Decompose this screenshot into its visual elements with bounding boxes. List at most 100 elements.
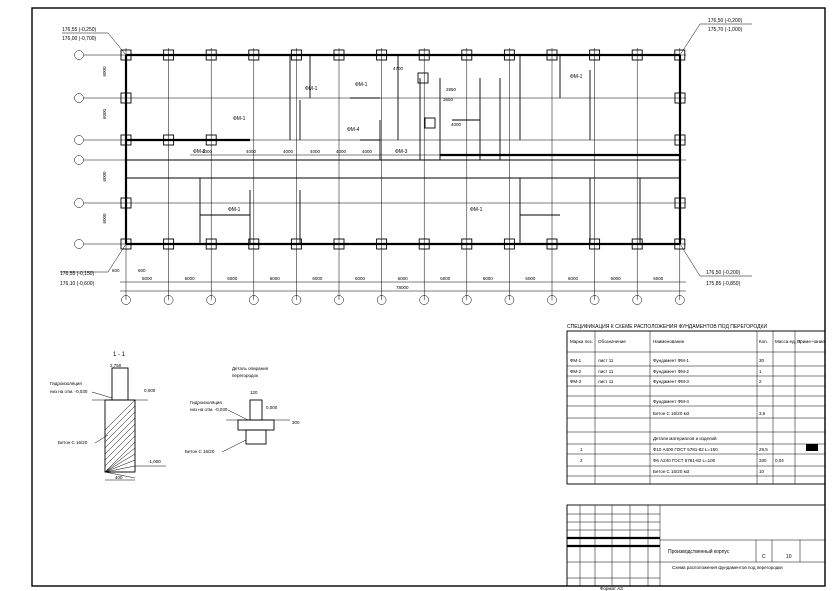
spec-cell: 2 (759, 379, 762, 384)
foundation-pad (631, 49, 643, 61)
axis-bubble (121, 295, 131, 305)
dim-2850: 2850 (446, 87, 457, 92)
dim-span-label: 6000 (440, 276, 451, 281)
section-hatch-line (104, 471, 136, 479)
detail-title-2: перегородок (232, 373, 258, 378)
spec-header-cell: Приме-чание (797, 339, 825, 344)
foundation-pad (546, 49, 558, 61)
tb-project: Производственный корпус (668, 548, 730, 555)
spec-header-cell: Марка поз. (570, 339, 593, 344)
axis-bubble (74, 198, 84, 208)
foundation-pad (589, 49, 601, 61)
axis-bubble (632, 295, 642, 305)
axis-bubble (74, 93, 84, 103)
dim-corridor-label: 4000 (283, 149, 294, 154)
detail-dim-top: 120 (250, 390, 258, 395)
foundation-pad (674, 92, 686, 104)
spec-cell: 10 (759, 469, 765, 474)
elev-leader-br-2 (679, 243, 701, 277)
spec-cell: лист 11 (598, 358, 614, 363)
spec-cell: лист 11 (598, 379, 614, 384)
foundation-pad (546, 238, 558, 250)
partition-detail: Деталь опирания перегородок 120 300 0,00… (185, 366, 300, 454)
dim-span-label: 6000 (227, 276, 238, 281)
foundation-pad (376, 49, 388, 61)
foundation-pad (674, 49, 686, 61)
foundation-plan: 6000 6000 6000 6000 6000 6000 6000 6000 6000 6000… (60, 18, 752, 305)
section-hatch-line (104, 417, 136, 449)
detail-waterproof: Гидроизоляция (190, 400, 222, 405)
spec-cell: 1 (580, 447, 583, 452)
axis-bubble (547, 295, 557, 305)
foundation-pad (674, 134, 686, 146)
foundation-pad (418, 49, 430, 61)
detail-waterproof-leader (227, 409, 249, 421)
dim-600: 600 (112, 268, 120, 273)
dim-span-label: 6000 (185, 276, 196, 281)
section-concrete: Бетон С 16/20 (58, 440, 88, 445)
mark-label-fm1-a: ФМ-1 (355, 82, 368, 88)
spec-cell: Бетон С 16/20 м3 (653, 469, 690, 474)
elev-bottom-right-1: 176,50 (-0,200) (706, 270, 741, 276)
spec-header-cell: Наименование (653, 339, 685, 344)
spec-title: СПЕЦИФИКАЦИЯ К СХЕМЕ РАСПОЛОЖЕНИЯ ФУНДАМ… (567, 324, 767, 330)
foundation-pad (503, 238, 515, 250)
dim-corridor-label: 4000 (336, 149, 347, 154)
spec-cell: ФМ-2 (570, 369, 582, 374)
foundation-pad (631, 238, 643, 250)
foundation-pad (120, 197, 132, 209)
foundation-pad (120, 49, 132, 61)
elev-bottom-left-2: 176,10 (-0,600) (60, 281, 95, 287)
axis-bubble (163, 295, 174, 305)
spec-header-cell: Масса ед., кг (775, 339, 802, 344)
section-wall (111, 367, 129, 401)
spec-cell: Фундамент ФМ-2 (653, 369, 689, 374)
axis-bubble (249, 295, 259, 305)
spec-header-cell: Обозначение (598, 339, 626, 344)
mark-label-fm2: ФМ-2 (193, 149, 206, 155)
foundation-pad (163, 49, 175, 61)
spec-cell: Фундамент ФМ-3 (653, 379, 689, 384)
foundation-pad (163, 238, 175, 250)
dim-4000-a: 4000 (451, 122, 462, 127)
foundation-pad (120, 134, 132, 146)
elev-top-right-2: 175,70 (-1,000) (708, 27, 743, 33)
mark-label-fm3: ФМ-3 (395, 149, 408, 155)
foundation-pad (418, 238, 430, 250)
spec-cell: ФМ-1 (570, 358, 582, 363)
dim-span-label: 6000 (483, 276, 494, 281)
dim-4700: 4700 (393, 66, 404, 71)
section-hatch-line (104, 447, 136, 473)
elev-top-left-1: 176,55 (-0,250) (62, 27, 97, 33)
section-hatch-line (104, 459, 136, 473)
spec-cell: 0,04 (775, 458, 784, 463)
detail-wall (249, 399, 263, 421)
dim-span-label: 6000 (653, 276, 664, 281)
dim-vertical-label: 6000 (102, 171, 107, 182)
dim-vertical-label: 6000 (102, 213, 107, 224)
section-hatch-line (104, 399, 136, 431)
axis-bubble (291, 295, 302, 305)
specification-table: СПЕЦИФИКАЦИЯ К СХЕМЕ РАСПОЛОЖЕНИЯ ФУНДАМ… (566, 324, 826, 485)
foundation-pad (333, 238, 345, 250)
dim-span-label: 6000 (270, 276, 281, 281)
spec-cell: Фундамент ФМ-4 (653, 399, 689, 404)
section-1-1: 1 - 1 2,750 Гидроизоляция низ на отм. -0… (50, 352, 166, 481)
foundation-pad (503, 49, 515, 61)
elev-leader-bl-2 (107, 243, 127, 273)
spec-header-cell: Кол. (759, 339, 768, 344)
dim-span-label: 6000 (355, 276, 366, 281)
mark-label-fm5: ФМ-1 (570, 74, 583, 80)
dim-3650: 3650 (443, 97, 454, 102)
mark-label-fm1-c: ФМ-1 (233, 116, 246, 122)
dim-span-label: 6000 (525, 276, 536, 281)
section-waterproof-2: низ на отм. -0,030 (50, 389, 88, 394)
section-waterproof: Гидроизоляция (50, 381, 82, 386)
axis-bubble (334, 295, 344, 305)
foundation-pad (290, 238, 302, 250)
foundation-pad (205, 49, 217, 61)
dim-span-label: 6000 (568, 276, 579, 281)
foundation-pad (205, 238, 217, 250)
detail-slab (237, 419, 275, 431)
